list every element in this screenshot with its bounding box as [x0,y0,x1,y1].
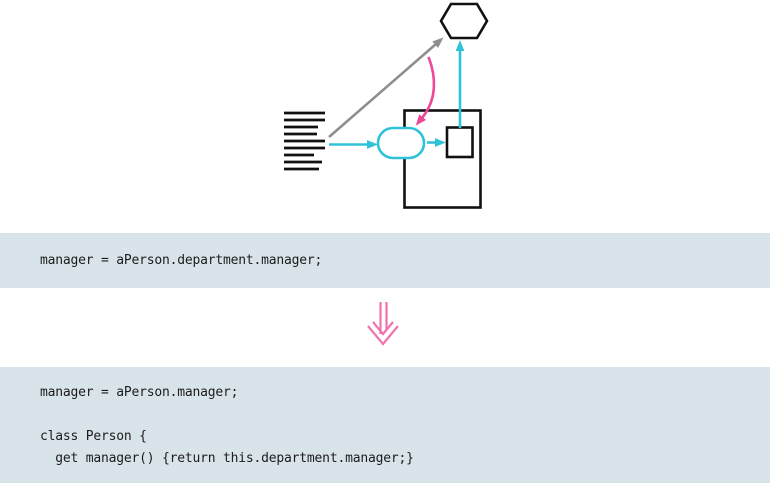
large-rectangle-icon [403,109,482,209]
ellipse-node-icon [376,126,426,160]
code-line: get manager() {return this.department.ma… [40,451,414,466]
code-line: manager = aPerson.department.manager; [40,253,323,268]
code-line: manager = aPerson.manager; [40,385,239,400]
gray-diagonal-arrow-icon [328,37,444,138]
code-block-after: manager = aPerson.manager; class Person … [0,367,770,483]
small-square-icon [445,126,474,159]
code-block-before: manager = aPerson.department.manager; [0,233,770,288]
code-line: class Person { [40,429,147,444]
text-lines-icon [284,111,325,171]
code-line [40,404,770,426]
hexagon-icon [439,2,489,40]
pink-curved-arrow-icon [415,56,436,126]
double-down-arrow-icon [367,302,399,346]
refactoring-sketch-diagram [284,2,489,209]
